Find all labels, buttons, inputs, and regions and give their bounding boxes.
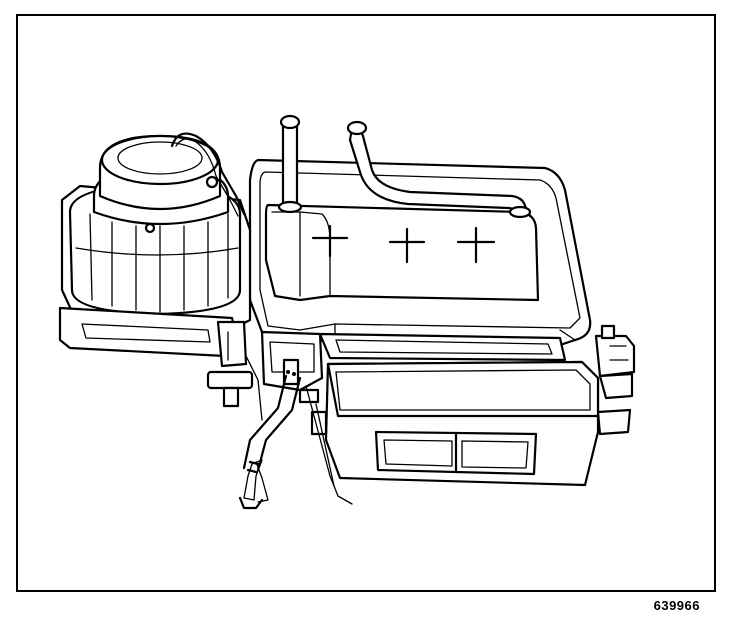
heater-core: [264, 203, 540, 302]
plus-marks: [311, 224, 496, 264]
actuator-right: [594, 324, 636, 436]
center-shelf: [318, 332, 567, 362]
heater-pipes: [277, 114, 532, 219]
evaporator-box: [324, 360, 600, 487]
actuator-left: [206, 320, 254, 408]
plus-mark-right: [456, 226, 496, 264]
wiring-harness: [238, 355, 353, 510]
connector-pin: [286, 370, 290, 374]
figure-id-label: 639966: [653, 598, 700, 613]
plus-mark-center: [388, 227, 426, 264]
blower-assembly: [60, 132, 252, 332]
plus-mark-left: [311, 224, 349, 258]
wiring-connector: [260, 330, 328, 436]
connector-pin: [292, 372, 296, 376]
